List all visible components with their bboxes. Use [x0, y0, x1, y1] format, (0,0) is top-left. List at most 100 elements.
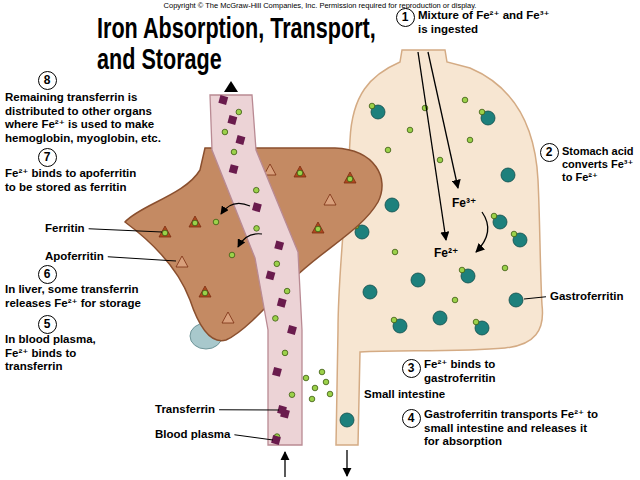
- absorbed-iron-dot: [303, 375, 309, 381]
- transferrin-molecule: [272, 367, 282, 377]
- callout-number: 7: [44, 151, 51, 163]
- bound-iron-dot: [511, 231, 517, 237]
- leader-line: [234, 435, 273, 440]
- iron-dot: [462, 97, 468, 103]
- ferritin-molecule: [189, 216, 201, 227]
- step-text: In liver, some transferrin releases Fe²⁺…: [5, 283, 170, 310]
- callout-circle: 4: [402, 409, 421, 428]
- iron-dot: [274, 261, 280, 267]
- part-label: Small intestine: [364, 388, 445, 402]
- bound-iron-dot: [369, 103, 375, 109]
- step-text: In blood plasma, Fe²⁺ binds to transferr…: [5, 333, 115, 374]
- leader-line: [108, 257, 176, 261]
- callout-circle: 8: [38, 71, 57, 90]
- gastroferritin-molecule: [509, 293, 523, 307]
- iron-dot: [392, 249, 398, 255]
- gastroferritin-molecule: [340, 413, 354, 427]
- callout-number: 2: [546, 146, 553, 158]
- iron-dot: [452, 297, 458, 303]
- absorbed-iron-dot: [327, 391, 333, 397]
- part-label-box: Ferritin: [45, 222, 85, 236]
- part-label: Blood plasma: [155, 428, 230, 442]
- iron-dot: [437, 157, 443, 163]
- part-label: Gastroferritin: [550, 290, 624, 304]
- callout-number: 3: [408, 362, 415, 374]
- absorbed-iron-dot: [312, 385, 318, 391]
- part-label: Transferrin: [155, 403, 215, 417]
- transferrin-molecule: [218, 95, 228, 105]
- blood-vessel: [210, 95, 302, 445]
- stored-iron-dot: [162, 230, 168, 236]
- apoferritin-molecule: [176, 256, 188, 267]
- callout-number: 5: [44, 318, 51, 330]
- ferritin-molecule: [312, 222, 324, 233]
- ferritin-molecule: [199, 286, 211, 297]
- ion-label-box: Fe³⁺: [452, 196, 476, 210]
- ion-label: Fe³⁺: [452, 196, 476, 210]
- iron-dot: [467, 137, 473, 143]
- bound-iron-dot: [491, 213, 497, 219]
- iron-dot: [502, 265, 508, 271]
- leader-line: [524, 297, 546, 299]
- part-label: Apoferritin: [45, 250, 104, 264]
- gastroferritin-molecule: [433, 311, 447, 325]
- stored-iron-dot: [315, 226, 321, 232]
- iron-dot: [284, 288, 290, 294]
- iron-dot: [236, 109, 242, 115]
- stored-iron-dot: [192, 220, 198, 226]
- absorbed-iron-dot: [319, 369, 325, 375]
- part-label-box: Small intestine: [364, 388, 445, 402]
- iron-dot: [231, 149, 237, 155]
- step-text-box: Gastroferritin transports Fe²⁺ to small …: [424, 408, 604, 449]
- ion-label-box: Fe²⁺: [434, 246, 458, 260]
- callout-circle: 6: [38, 265, 57, 284]
- leader-line: [89, 229, 162, 232]
- iron-dot: [222, 129, 228, 135]
- transferrin-molecule: [229, 164, 239, 174]
- step-text-box: Remaining transferrin is distributed to …: [5, 91, 180, 145]
- callout-number: 6: [44, 268, 51, 280]
- title-box: Iron Absorption, Transport, and Storage: [97, 12, 497, 74]
- step-text-box: Fe²⁺ binds to apoferritin to be stored a…: [5, 167, 147, 194]
- iron-dot: [254, 226, 260, 232]
- part-label-box: Blood plasma: [155, 428, 230, 442]
- part-label-box: Apoferritin: [45, 250, 104, 264]
- stored-iron-dot: [347, 176, 353, 182]
- callout-number: 4: [408, 412, 415, 424]
- bound-iron-dot: [459, 267, 465, 273]
- gastroferritin-molecule: [411, 273, 425, 287]
- step-text-box: In blood plasma, Fe²⁺ binds to transferr…: [5, 333, 115, 374]
- step-text: Stomach acid converts Fe³⁺ to Fe²⁺: [562, 145, 638, 184]
- flow-arrow: [284, 452, 285, 477]
- step-text: Gastroferritin transports Fe²⁺ to small …: [424, 408, 604, 449]
- callout-circle: 5: [38, 315, 57, 334]
- ferritin-molecule: [344, 172, 356, 183]
- bound-iron-dot: [479, 109, 485, 115]
- callout-number: 8: [44, 74, 51, 86]
- ion-label: Fe²⁺: [434, 246, 458, 260]
- part-label-box: Transferrin: [155, 403, 215, 417]
- gastroferritin-molecule: [385, 198, 399, 212]
- apoferritin-molecule: [222, 312, 234, 323]
- callout-number: 1: [402, 11, 409, 23]
- transferrin-molecule: [287, 325, 297, 335]
- title: Iron Absorption, Transport, and Storage: [97, 12, 385, 74]
- transferrin-molecule: [266, 271, 276, 281]
- transferrin-molecule: [252, 202, 262, 212]
- ingestion-arrow: [428, 52, 458, 188]
- step-text-box: In liver, some transferrin releases Fe²⁺…: [5, 283, 170, 310]
- step-text-box: Stomach acid converts Fe³⁺ to Fe²⁺: [562, 145, 638, 184]
- iron-dot: [282, 350, 288, 356]
- callout-circle: 7: [38, 148, 57, 167]
- bound-iron-dot: [473, 319, 479, 325]
- iron-dot: [213, 219, 219, 225]
- part-label-box: Gastroferritin: [550, 290, 624, 304]
- transferrin-molecule: [277, 298, 287, 308]
- iron-dot: [253, 187, 259, 193]
- callout-circle: 2: [540, 143, 559, 162]
- step-text-box: Mixture of Fe²⁺ and Fe³⁺ is ingested: [418, 9, 558, 36]
- bound-iron-dot: [391, 317, 397, 323]
- transferrin-molecule: [227, 115, 237, 125]
- apoferritin-molecule: [324, 194, 336, 205]
